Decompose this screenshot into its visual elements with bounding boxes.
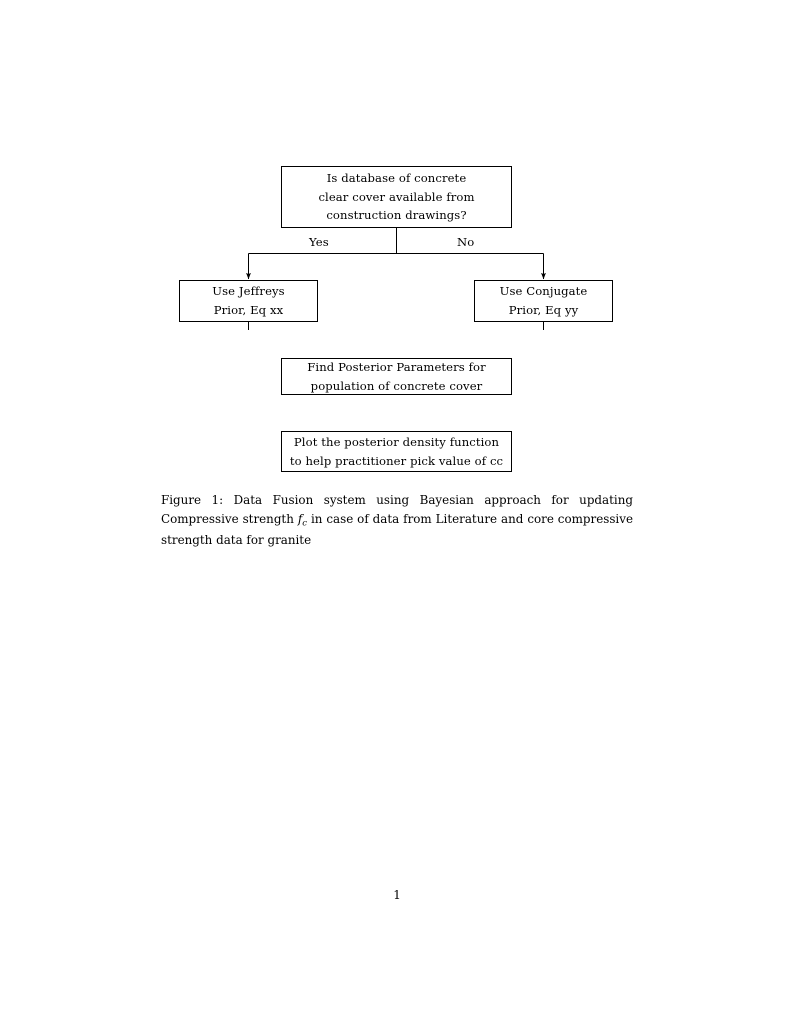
node-text-line: Prior, Eq xx xyxy=(213,303,284,317)
edge-conjugate-to-posterior xyxy=(543,322,544,330)
node-text-line: construction drawings? xyxy=(326,208,467,223)
process-node-plot-density: Plot the posterior density function to h… xyxy=(281,431,512,472)
node-text-line: Prior, Eq yy xyxy=(508,303,579,317)
figure-caption-text-after: in case of data from Literature and core… xyxy=(161,511,633,547)
math-variable-f: f xyxy=(297,511,303,526)
flowchart-connectors xyxy=(246,228,546,330)
process-node-conjugate-prior: Use Conjugate Prior, Eq yy xyxy=(474,280,613,322)
figure-flowchart: Is database of concrete clear cover avai… xyxy=(0,0,794,472)
decision-node-database-available: Is database of concrete clear cover avai… xyxy=(281,166,512,228)
node-text-line: clear cover available from xyxy=(318,189,475,204)
node-text-line: to help practitioner pick value of cc xyxy=(289,453,504,468)
node-text-line: Find Posterior Parameters for xyxy=(307,359,486,374)
figure-caption: Figure 1: Data Fusion system using Bayes… xyxy=(161,491,633,550)
figure-caption-text-before: Data Fusion system using Bayesian approa… xyxy=(161,493,633,526)
math-subscript-c: c xyxy=(302,518,308,529)
node-text-line: Use Conjugate xyxy=(499,284,588,299)
edge-jeffreys-to-posterior xyxy=(248,322,249,330)
node-text-line: population of concrete cover xyxy=(310,378,483,393)
node-text-line: Use Jeffreys xyxy=(212,284,285,299)
edge-label-no: No xyxy=(457,235,475,249)
edge-label-yes: Yes xyxy=(309,235,329,249)
node-text-line: Plot the posterior density function xyxy=(293,434,500,449)
figure-caption-label: Figure 1: xyxy=(161,493,224,507)
node-text-line: Is database of concrete xyxy=(326,170,467,185)
process-node-jeffreys-prior: Use Jeffreys Prior, Eq xx xyxy=(179,280,318,322)
process-node-find-posterior: Find Posterior Parameters for population… xyxy=(281,358,512,395)
page-number: 1 xyxy=(393,888,401,902)
